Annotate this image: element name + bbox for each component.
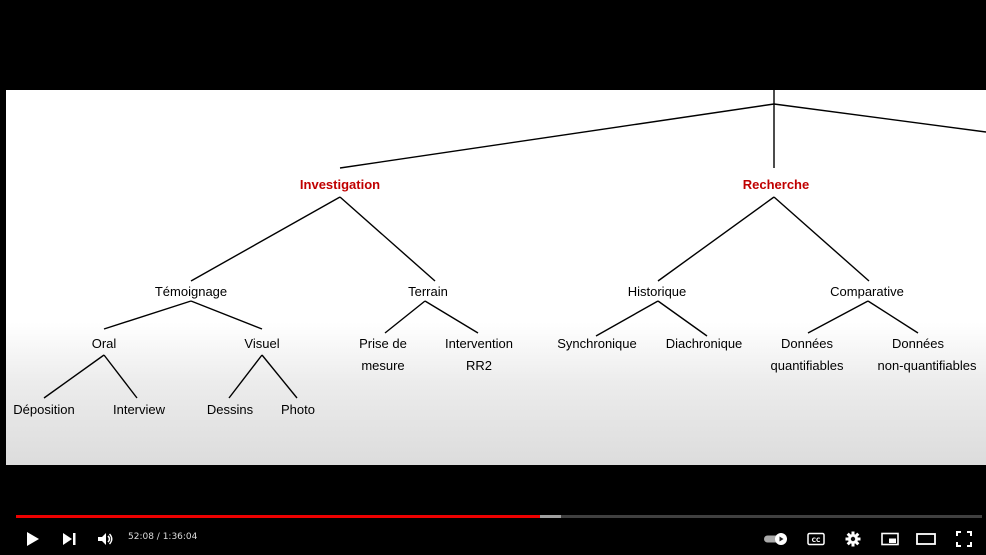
fullscreen-icon: [956, 531, 972, 547]
fullscreen-button[interactable]: [953, 527, 975, 551]
node-donnees-nq-line1: Données: [892, 336, 945, 351]
node-visuel: Visuel: [244, 336, 279, 351]
play-button[interactable]: [22, 527, 44, 551]
volume-button[interactable]: [95, 527, 117, 551]
diagram-nodes: Investigation Recherche Témoignage Terra…: [13, 177, 977, 417]
time-display: 52:08 / 1:36:04: [128, 532, 198, 542]
node-photo: Photo: [281, 402, 315, 417]
progress-bar[interactable]: [16, 515, 982, 518]
captions-icon: CC: [807, 532, 825, 546]
edge-visuel-photo: [261, 354, 298, 399]
volume-icon: [98, 533, 113, 545]
node-deposition: Déposition: [13, 402, 74, 417]
edge-historique-diachronique: [657, 300, 708, 337]
node-donnees-q-line1: Données: [781, 336, 834, 351]
diagram-edges: [43, 90, 986, 399]
node-recherche: Recherche: [743, 177, 809, 192]
node-temoignage: Témoignage: [155, 284, 227, 299]
edge-oral-interview: [103, 354, 138, 399]
slide-background: [6, 90, 986, 465]
node-comparative: Comparative: [830, 284, 904, 299]
edge-comparative-nonquantifiables: [867, 300, 919, 334]
node-dessins: Dessins: [207, 402, 254, 417]
captions-button[interactable]: CC: [805, 527, 827, 551]
node-donnees-q-line2: quantifiables: [771, 358, 844, 373]
edge-terrain-prise: [384, 300, 426, 334]
edge-temoignage-visuel: [190, 300, 263, 330]
edge-oral-deposition: [43, 354, 105, 399]
node-intervention-line2: RR2: [466, 358, 492, 373]
settings-icon: [845, 531, 861, 547]
progress-played: [16, 515, 540, 518]
theater-icon: [916, 533, 936, 545]
edge-comparative-quantifiables: [807, 300, 869, 334]
next-icon: [63, 533, 76, 545]
edge-investigation-terrain: [339, 196, 436, 282]
next-button[interactable]: [58, 527, 80, 551]
play-icon: [27, 532, 39, 546]
miniplayer-button[interactable]: [879, 527, 901, 551]
edge-investigation-temoignage: [190, 196, 341, 282]
edge-historique-synchronique: [595, 300, 659, 337]
edge-root-investigation: [339, 103, 775, 169]
node-terrain: Terrain: [408, 284, 448, 299]
node-prise-line2: mesure: [361, 358, 404, 373]
svg-text:CC: CC: [812, 537, 821, 544]
player-controls: 52:08 / 1:36:04 CC: [0, 505, 986, 555]
autoplay-toggle[interactable]: [762, 527, 790, 551]
edge-recherche-comparative: [773, 196, 870, 282]
node-diachronique: Diachronique: [666, 336, 743, 351]
miniplayer-icon: [881, 532, 899, 546]
node-intervention-line1: Intervention: [445, 336, 513, 351]
edge-recherche-historique: [657, 196, 775, 282]
autoplay-toggle-icon: [764, 533, 787, 545]
theater-mode-button[interactable]: [914, 527, 938, 551]
node-prise-line1: Prise de: [359, 336, 407, 351]
node-donnees-nq-line2: non-quantifiables: [877, 358, 977, 373]
node-investigation: Investigation: [300, 177, 380, 192]
edge-visuel-dessins: [228, 354, 263, 399]
node-interview: Interview: [113, 402, 166, 417]
node-historique: Historique: [628, 284, 687, 299]
node-oral: Oral: [92, 336, 117, 351]
node-synchronique: Synchronique: [557, 336, 637, 351]
edge-terrain-intervention: [424, 300, 479, 334]
settings-button[interactable]: [842, 527, 864, 551]
edge-temoignage-oral: [103, 300, 192, 330]
edge-root-right: [773, 103, 986, 133]
